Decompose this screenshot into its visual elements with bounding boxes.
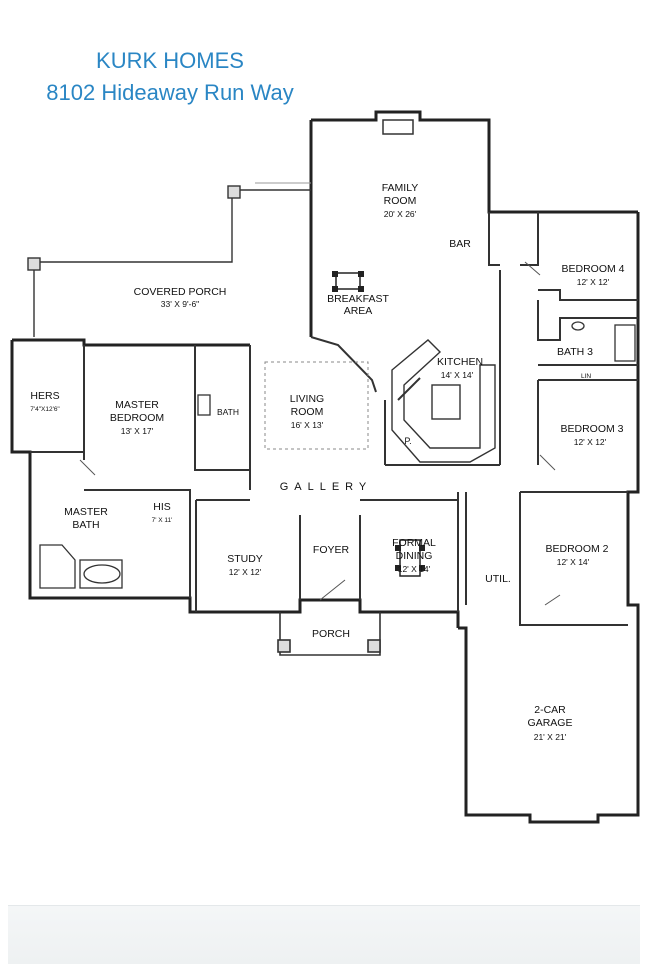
bedroom-2-dim: 12' X 14' <box>557 557 590 567</box>
kitchen-dim: 14' X 14' <box>441 370 474 380</box>
porch-outline <box>277 612 381 656</box>
linen-label: LIN <box>581 373 591 380</box>
pantry-label: P. <box>404 436 411 446</box>
bath-3-label: BATH 3 <box>557 346 593 358</box>
bath-fixtures <box>39 321 636 589</box>
covered-porch-outline <box>27 185 311 337</box>
kitchen-counters <box>391 339 496 463</box>
foyer-label: FOYER <box>313 544 350 556</box>
his-closet-label: HIS <box>153 501 171 513</box>
porch-label: PORCH <box>312 628 350 640</box>
bedroom-4-label: BEDROOM 4 <box>561 263 624 275</box>
builder-name: KURK HOMES <box>96 48 244 73</box>
garage-dim: 21' X 21' <box>534 732 567 742</box>
study-label: STUDY <box>227 553 263 565</box>
breakfast-table <box>332 271 364 292</box>
living-room-ceiling <box>264 361 369 450</box>
covered-porch-label: COVERED PORCH <box>134 286 227 298</box>
garage-label-2: GARAGE <box>528 717 573 729</box>
master-bedroom-dim: 13' X 17' <box>121 426 154 436</box>
garage-label: 2-CAR <box>534 704 566 716</box>
scan-margin <box>8 905 640 964</box>
formal-dining-label: FORMAL <box>392 537 436 549</box>
bedroom-3-label: BEDROOM 3 <box>560 423 623 435</box>
study-dim: 12' X 12' <box>229 567 262 577</box>
bedroom-3-dim: 12' X 12' <box>574 437 607 447</box>
master-bedroom-label-2: BEDROOM <box>110 412 164 424</box>
bedroom-4-dim: 12' X 12' <box>577 277 610 287</box>
breakfast-label: BREAKFAST <box>327 293 389 305</box>
family-room-label-2: ROOM <box>384 195 417 207</box>
gallery-label: GALLERY <box>280 481 373 493</box>
master-bath-label: MASTER <box>64 506 108 518</box>
hers-closet-dim: 7'4"X12'6" <box>30 406 60 413</box>
master-bedroom-label: MASTER <box>115 399 159 411</box>
bar-label: BAR <box>449 238 471 250</box>
family-room-label: FAMILY <box>382 182 419 194</box>
door-swings <box>79 261 561 606</box>
bath-label: BATH <box>217 407 239 417</box>
living-room-dim: 16' X 13' <box>291 420 324 430</box>
property-address: 8102 Hideaway Run Way <box>46 80 294 105</box>
living-room-label: LIVING <box>290 393 324 405</box>
covered-porch-dim: 33' X 9'-6" <box>161 299 199 309</box>
his-closet-dim: 7' X 11' <box>152 517 173 524</box>
breakfast-label-2: AREA <box>344 305 373 317</box>
fireplace <box>382 119 414 135</box>
living-room-label-2: ROOM <box>291 406 324 418</box>
hers-closet-label: HERS <box>30 390 59 402</box>
dining-table <box>395 539 425 577</box>
master-bath-label-2: BATH <box>72 519 99 531</box>
bedroom-2-label: BEDROOM 2 <box>545 543 608 555</box>
room-labels: FAMILY ROOM 20' X 26' BAR BEDROOM 4 12' … <box>30 182 624 742</box>
formal-dining-dim: 12' X 14' <box>398 564 431 574</box>
formal-dining-label-2: DINING <box>396 550 433 562</box>
utility-label: UTIL. <box>485 573 511 585</box>
family-room-dim: 20' X 26' <box>384 209 417 219</box>
kitchen-label: KITCHEN <box>437 356 483 368</box>
